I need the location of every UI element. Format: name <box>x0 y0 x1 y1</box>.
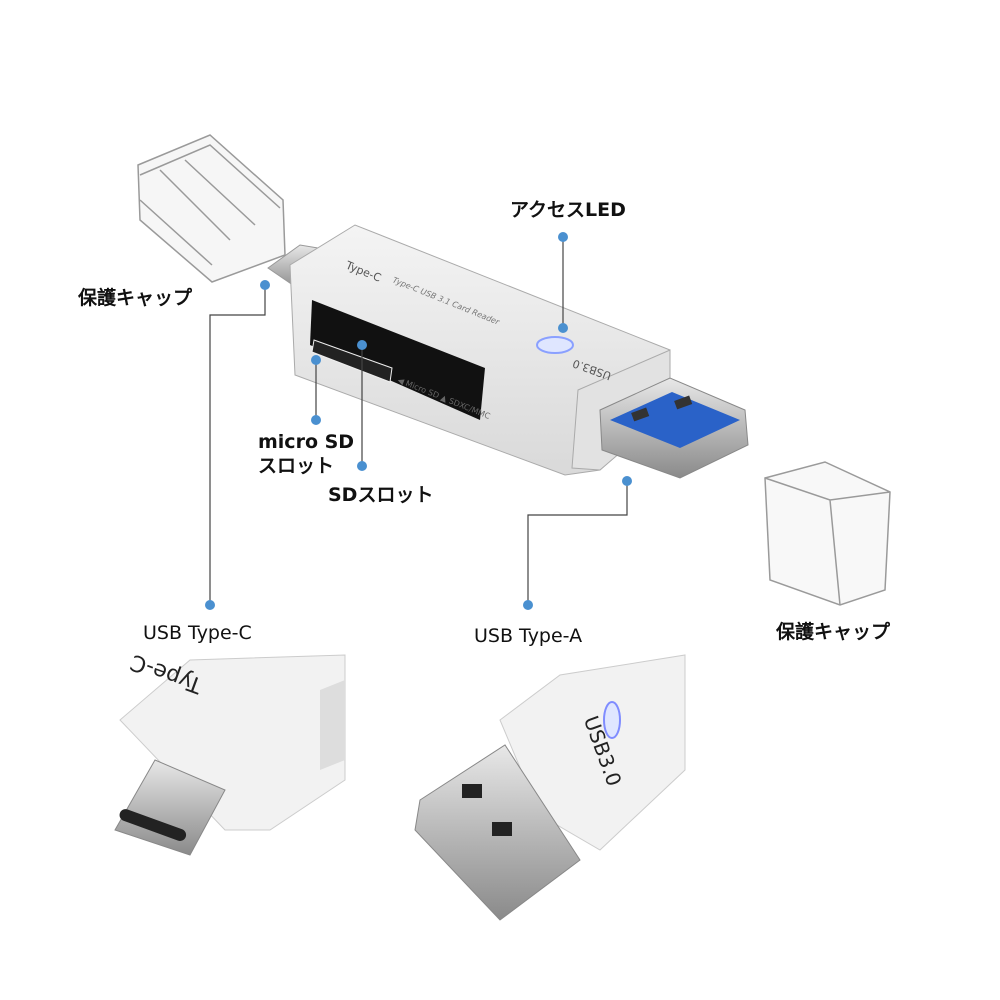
label-usb-type-a: USB Type-A <box>474 625 583 647</box>
card-reader-device: Type-C Type-C USB 3.1 Card Reader ◀ Micr… <box>267 224 749 479</box>
label-micro-sd-1: micro SD <box>258 431 355 453</box>
label-sd-slot: SDスロット <box>328 484 434 506</box>
protective-cap-right <box>764 461 891 606</box>
label-access-led: アクセスLED <box>510 199 626 221</box>
label-micro-sd-2: スロット <box>258 455 335 477</box>
label-cap-left: 保護キャップ <box>78 287 193 309</box>
protective-cap-left <box>137 134 286 283</box>
leader-lines <box>209 237 628 605</box>
closeup-type-c: Type-C <box>114 649 346 856</box>
label-usb-type-c: USB Type-C <box>143 622 252 644</box>
closeup-usb-a: USB3.0 <box>414 654 686 921</box>
label-cap-right: 保護キャップ <box>776 621 891 643</box>
leader-dots <box>205 232 632 610</box>
